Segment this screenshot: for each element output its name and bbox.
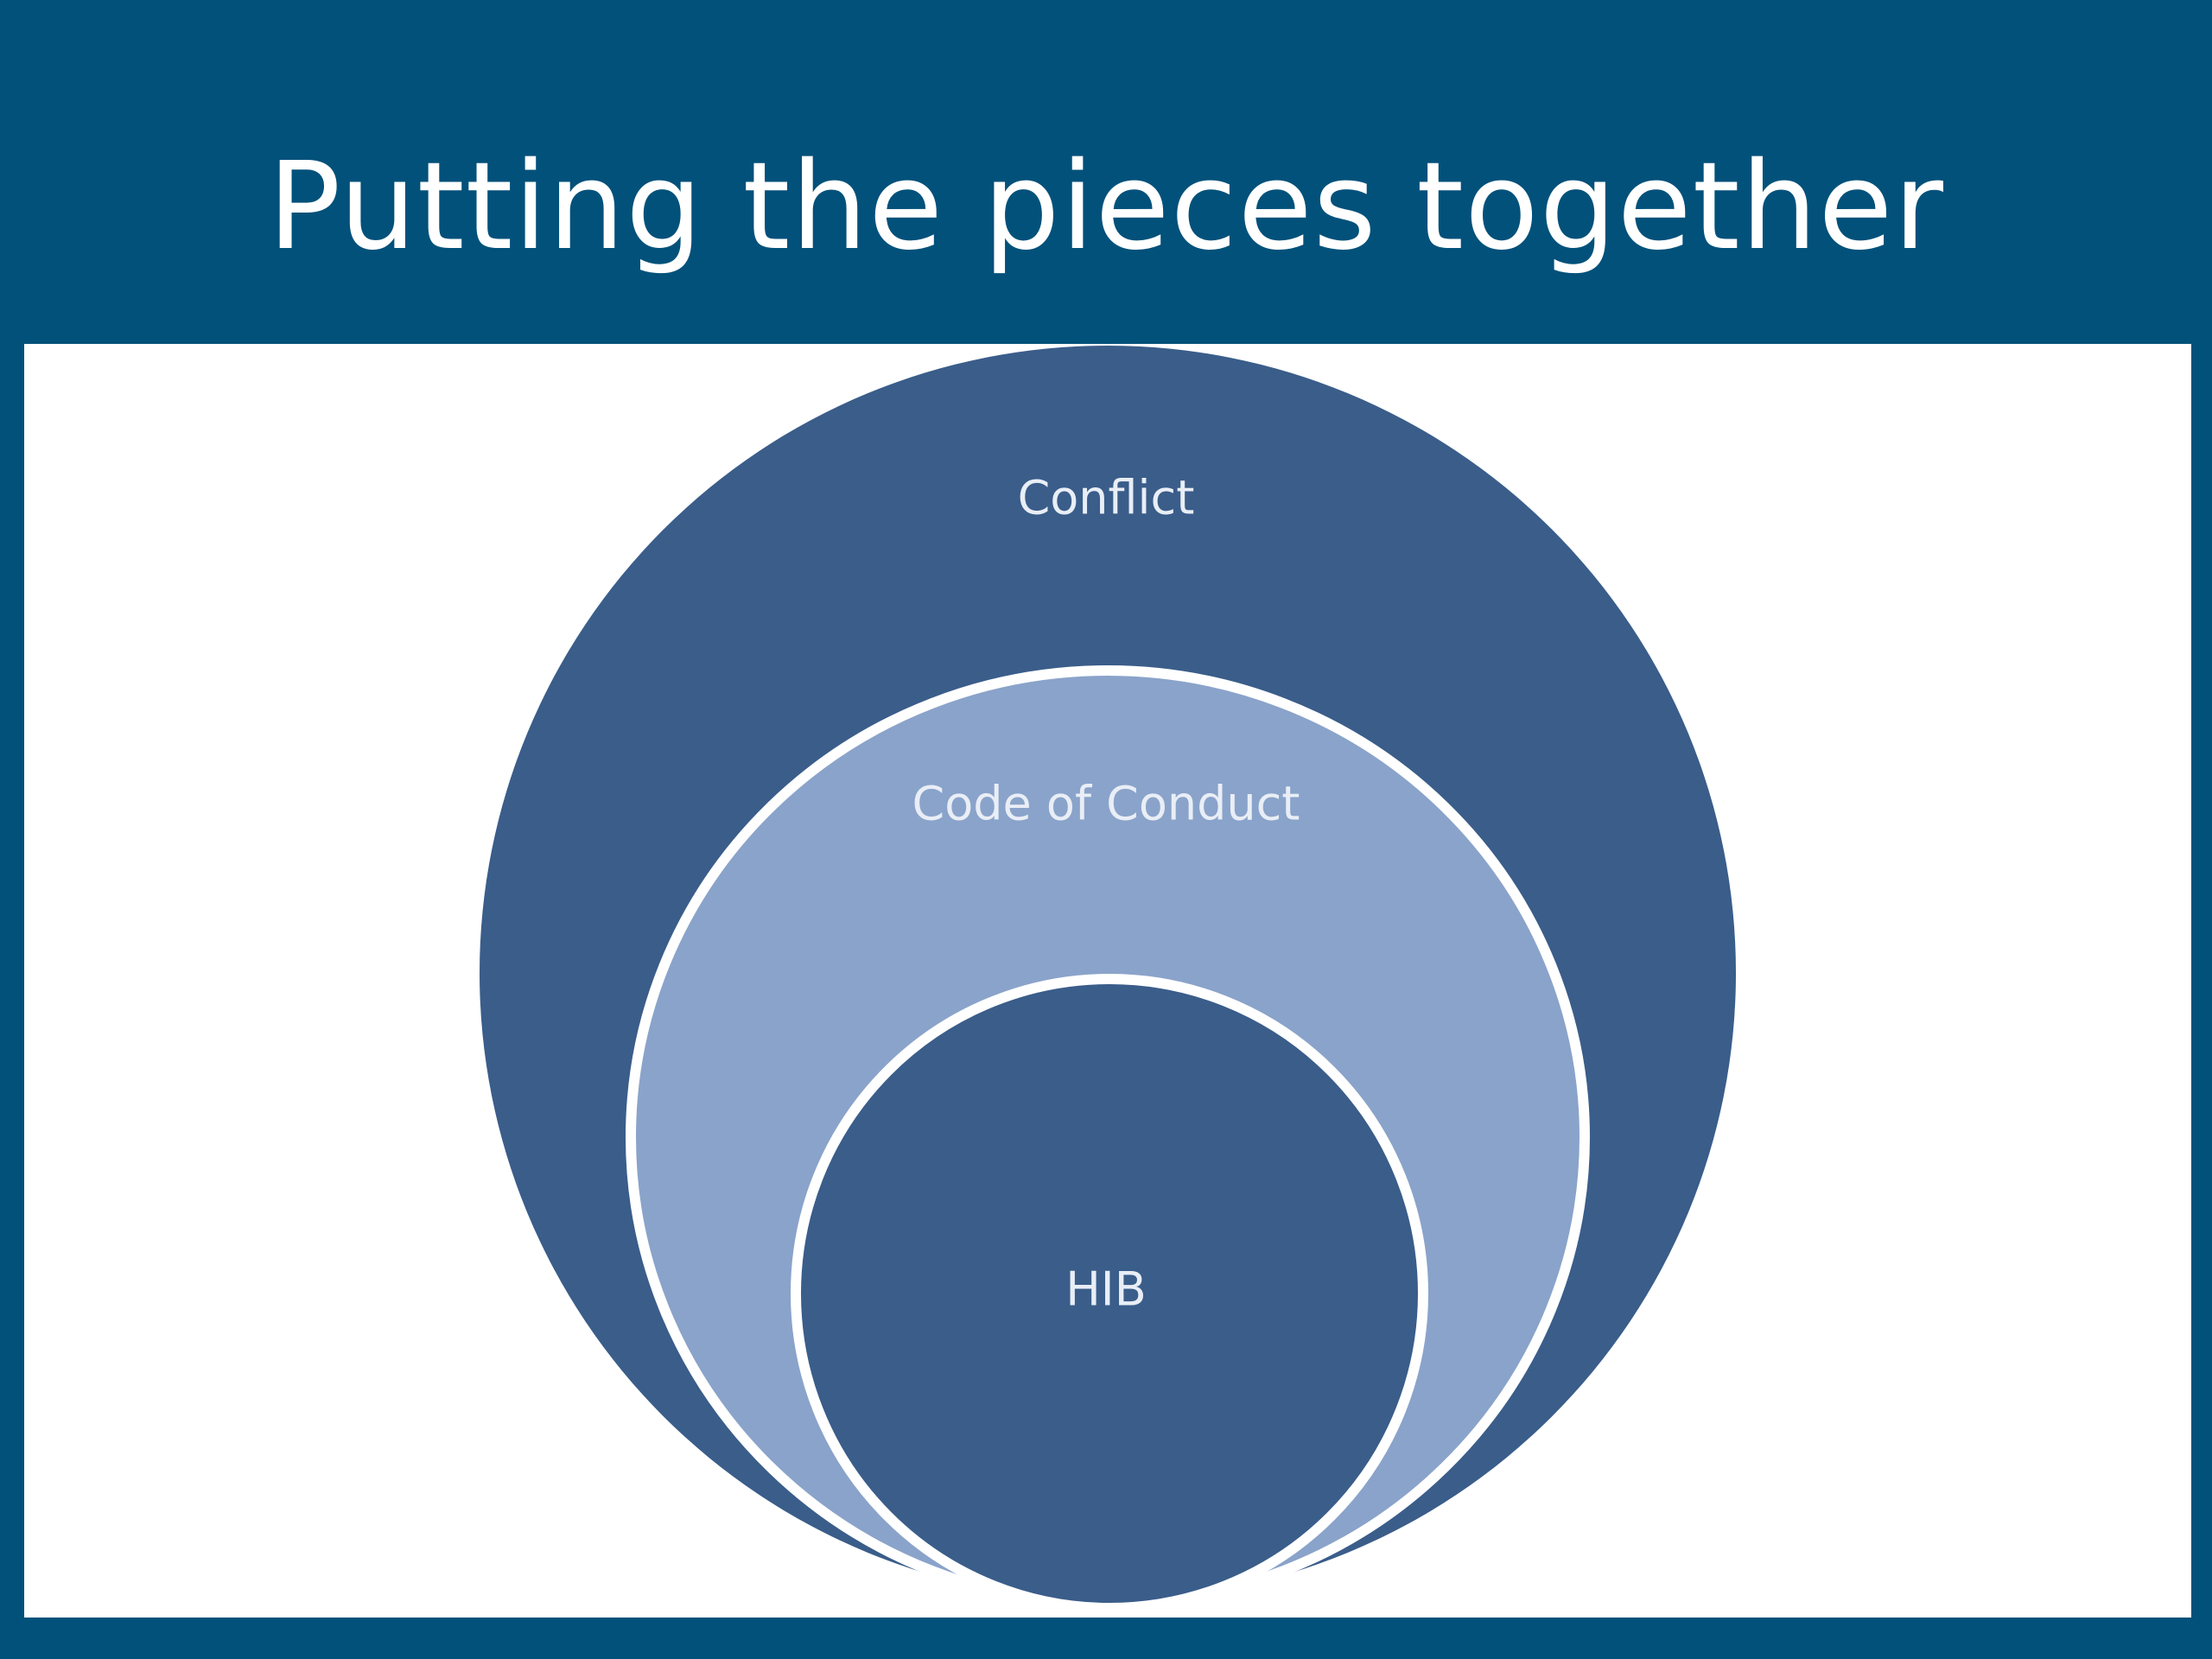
nested-circles-diagram: Conflict Code of Conduct HIB — [480, 346, 1736, 1613]
label-hib: HIB — [1065, 1262, 1147, 1317]
label-code-of-conduct: Code of Conduct — [912, 777, 1300, 831]
slide-title: Putting the pieces together — [267, 137, 1945, 277]
content-panel: Conflict Code of Conduct HIB — [24, 344, 2191, 1618]
label-conflict: Conflict — [1018, 471, 1195, 525]
inner-circle — [791, 974, 1428, 1613]
